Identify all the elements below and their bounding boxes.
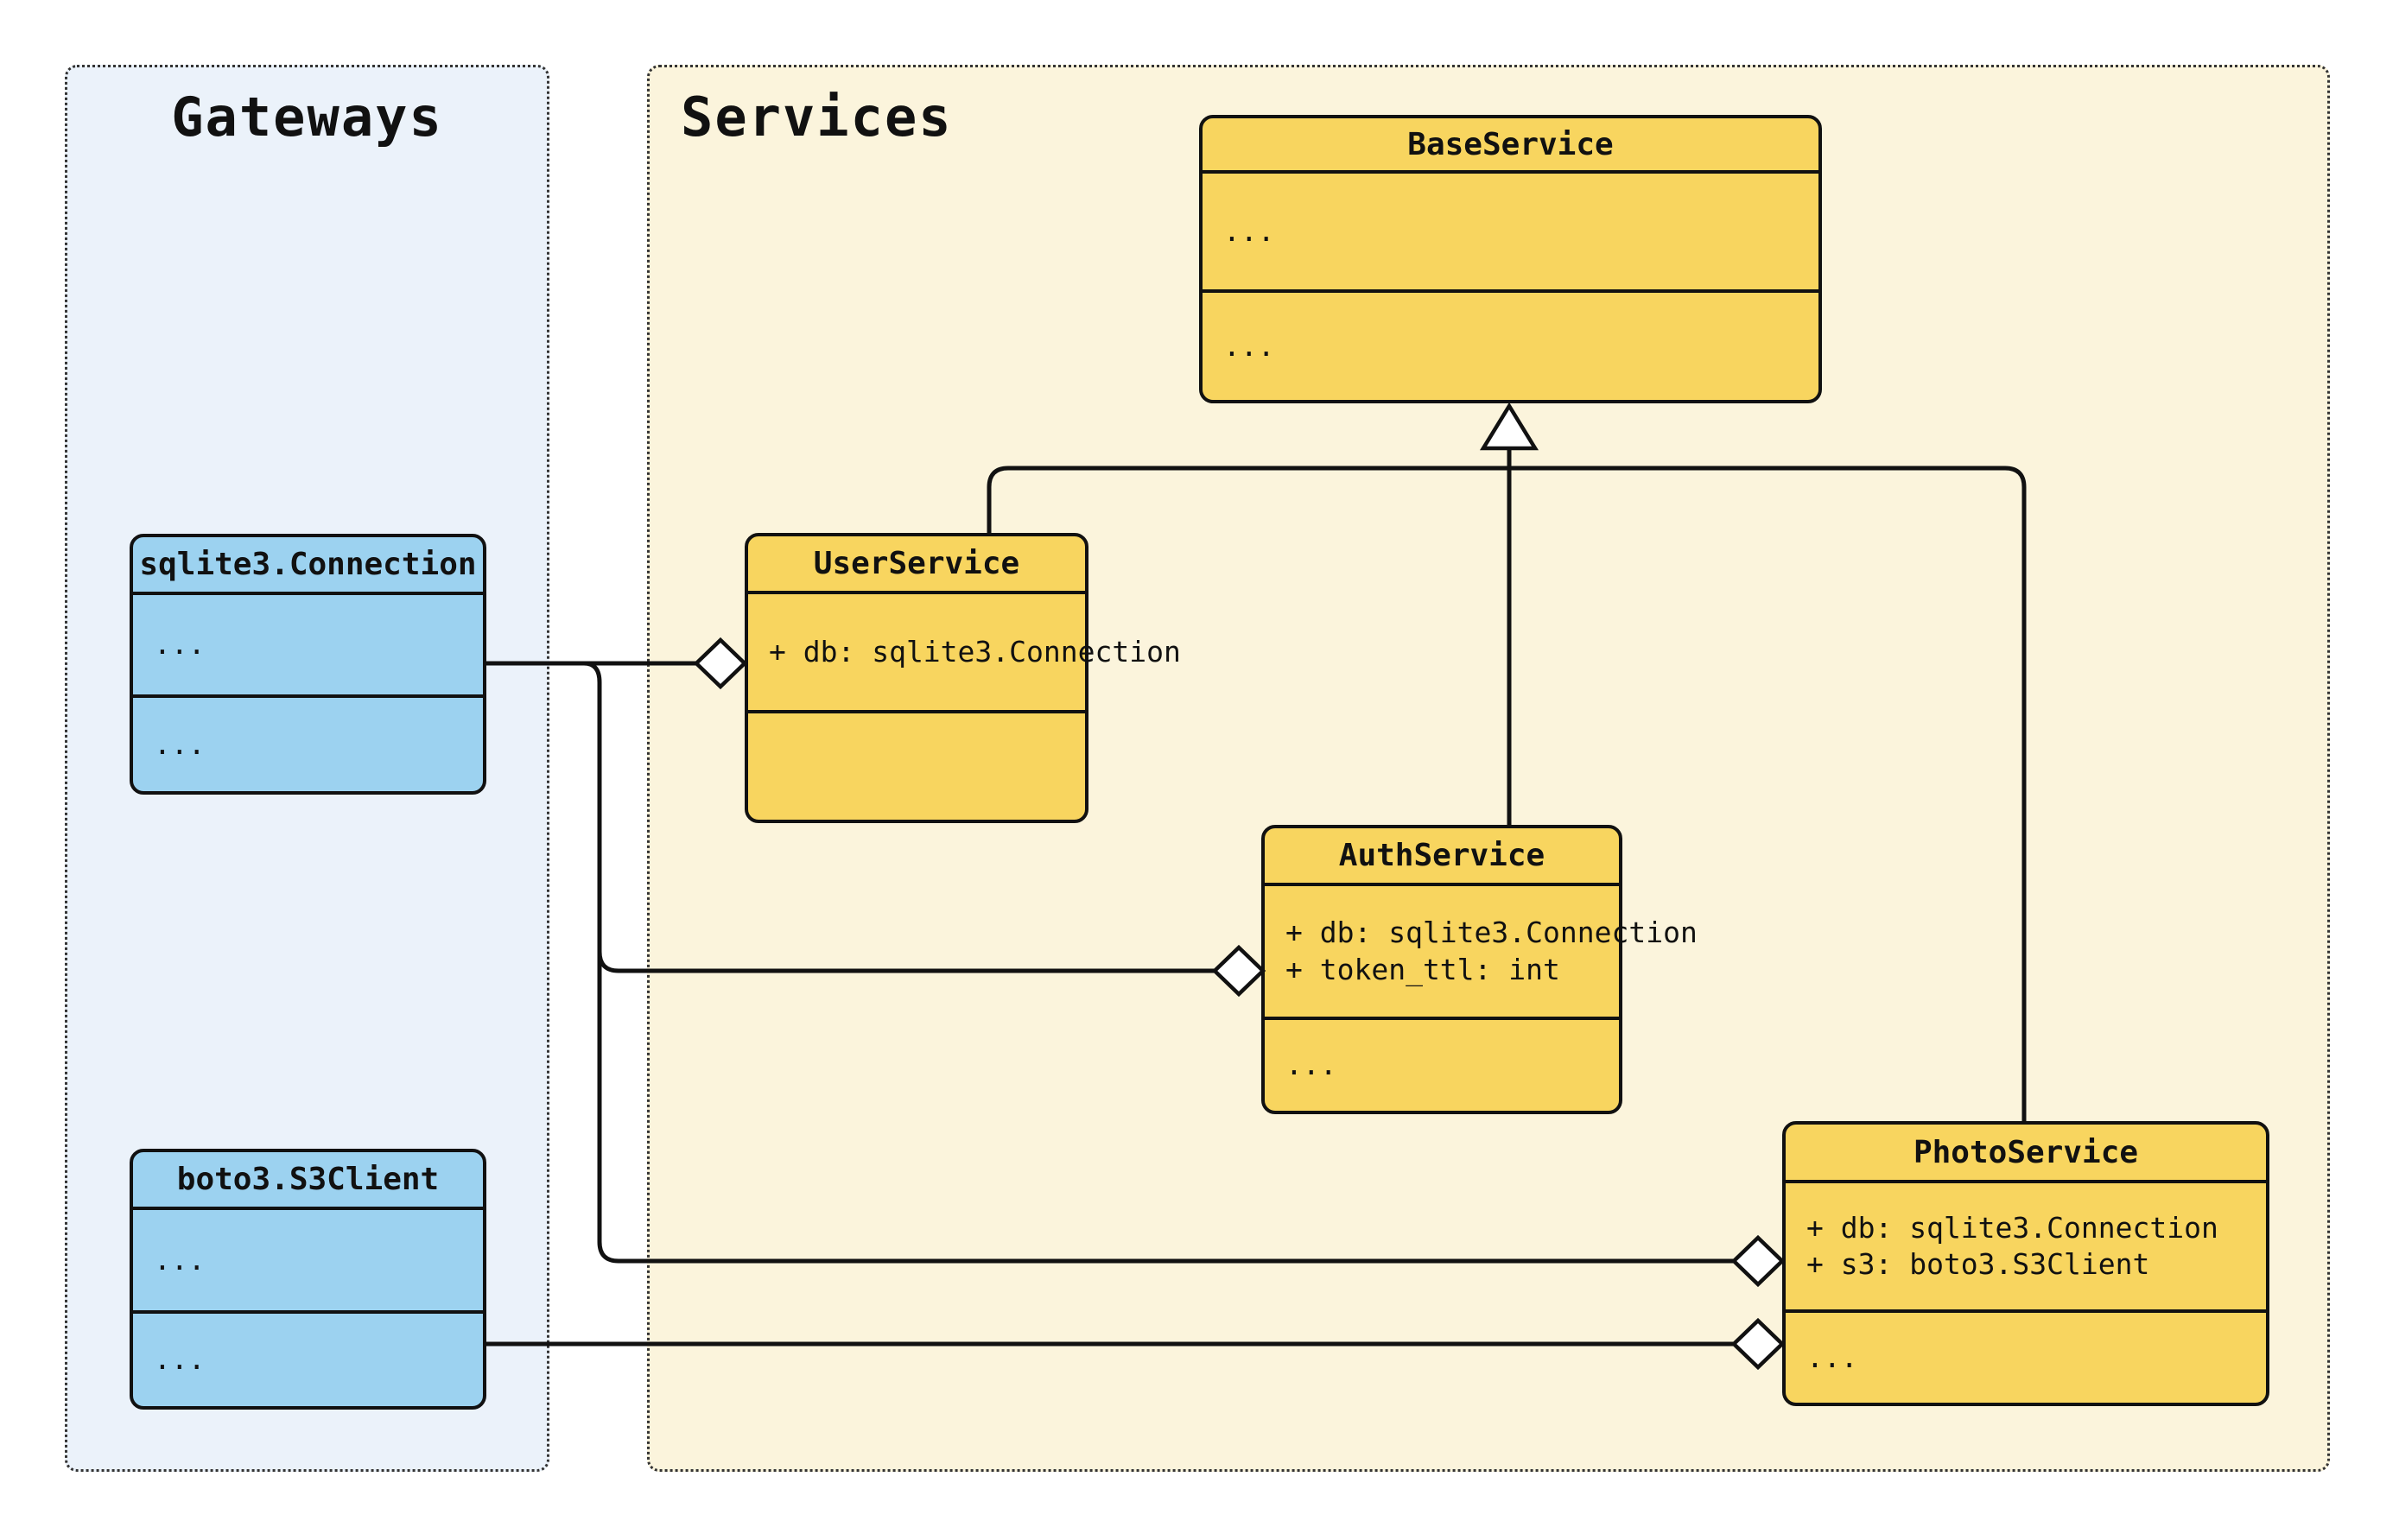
attributes-section: + db: sqlite3.Connection + token_ttl: in… xyxy=(1265,883,1698,1017)
methods-section xyxy=(748,710,1085,820)
attribute-db: + db: sqlite3.Connection xyxy=(1285,916,1698,950)
methods-section: ... xyxy=(133,1310,483,1406)
attributes-text: + db: sqlite3.Connection xyxy=(769,634,1181,669)
group-title-gateways: Gateways xyxy=(171,86,443,149)
class-title: sqlite3.Connection xyxy=(139,547,477,582)
attributes-section: ... xyxy=(133,592,483,694)
class-title: PhotoService xyxy=(1913,1134,2139,1170)
class-box-baseservice: BaseService ... ... xyxy=(1199,115,1822,403)
class-box-boto3-s3client: boto3.S3Client ... ... xyxy=(130,1149,486,1410)
class-box-sqlite3-connection: sqlite3.Connection ... ... xyxy=(130,534,486,795)
attributes-text: ... xyxy=(154,627,206,662)
attributes-section: ... xyxy=(133,1207,483,1310)
attribute-db: + db: sqlite3.Connection xyxy=(1806,1210,2218,1245)
attributes-section: + db: sqlite3.Connection + s3: boto3.S3C… xyxy=(1786,1180,2266,1309)
attributes-text: ... xyxy=(154,1242,206,1277)
class-title: AuthService xyxy=(1338,838,1545,873)
methods-section: ... xyxy=(1786,1309,2266,1403)
class-title: BaseService xyxy=(1407,126,1614,162)
class-title: boto3.S3Client xyxy=(176,1162,440,1197)
attributes-text: ... xyxy=(1223,213,1275,248)
attributes-section: ... xyxy=(1203,170,1818,289)
attributes-section: + db: sqlite3.Connection xyxy=(748,591,1181,710)
class-box-userservice: UserService + db: sqlite3.Connection xyxy=(745,533,1181,823)
methods-text: ... xyxy=(154,726,206,761)
class-box-photoservice: PhotoService + db: sqlite3.Connection + … xyxy=(1782,1121,2269,1406)
methods-text: ... xyxy=(1806,1340,1858,1374)
methods-section: ... xyxy=(1203,289,1818,400)
methods-section: ... xyxy=(1265,1017,1619,1111)
methods-section: ... xyxy=(133,694,483,791)
class-title: UserService xyxy=(813,546,1020,581)
attribute-s3: + s3: boto3.S3Client xyxy=(1806,1247,2150,1281)
methods-text: ... xyxy=(1223,328,1275,363)
methods-text: ... xyxy=(1285,1048,1337,1082)
attribute-token-ttl: + token_ttl: int xyxy=(1285,952,1560,986)
class-box-authservice: AuthService + db: sqlite3.Connection + t… xyxy=(1261,825,1698,1114)
group-title-services: Services xyxy=(681,86,953,149)
methods-text: ... xyxy=(154,1342,206,1377)
